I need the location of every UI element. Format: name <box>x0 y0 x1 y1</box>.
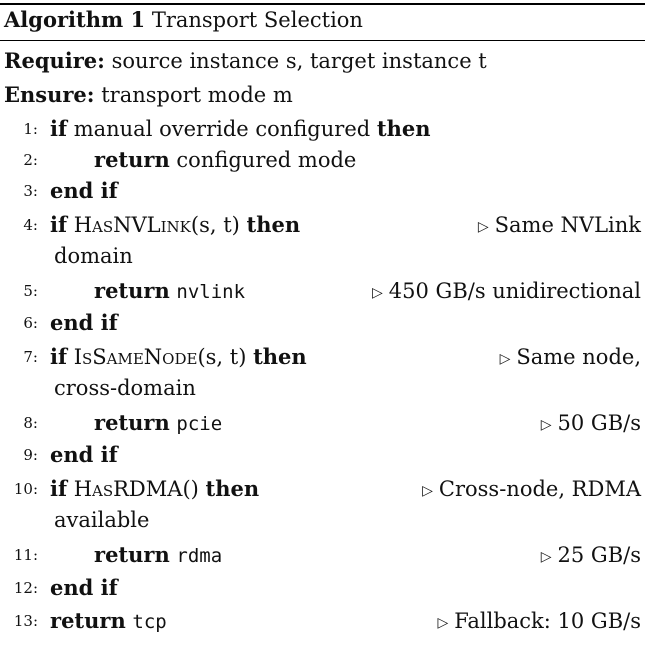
line-comment: ▷25 GB/s <box>540 543 641 567</box>
keyword: if <box>50 344 68 369</box>
function-args: (s, t) <box>197 345 247 369</box>
line-number: 9: <box>23 446 38 464</box>
line-comment: ▷Same node, <box>499 345 641 369</box>
function-name: HasRDMA <box>73 477 183 501</box>
keyword: if <box>50 212 68 237</box>
require-keyword: Require: <box>4 48 105 73</box>
algo-line-4: 4: if HasNVLink(s, t) then ▷Same NVLink <box>0 211 641 239</box>
ensure-keyword: Ensure: <box>4 82 95 107</box>
keyword: end if <box>50 442 118 467</box>
caption-label: Algorithm 1 <box>4 7 146 32</box>
keyword: then <box>376 116 431 141</box>
comment-continuation: domain <box>54 244 133 268</box>
comment-triangle-icon: ▷ <box>540 549 552 565</box>
algo-line-10-cont: available <box>0 506 641 534</box>
keyword: return <box>94 147 170 172</box>
algo-line-5: 5: return nvlink ▷450 GB/s unidirectiona… <box>0 277 641 305</box>
comment-triangle-icon: ▷ <box>372 285 383 301</box>
keyword: return <box>94 278 170 303</box>
code-literal: pcie <box>176 413 223 435</box>
keyword: then <box>205 476 260 501</box>
line-number: 11: <box>13 546 38 564</box>
keyword: then <box>253 344 307 369</box>
comment-continuation: cross-domain <box>54 376 196 400</box>
line-number: 1: <box>23 120 38 138</box>
algo-line-11: 11: return rdma ▷25 GB/s <box>0 541 641 569</box>
function-args: () <box>182 477 199 501</box>
algo-line-9: 9: end if <box>0 441 641 469</box>
comment-continuation: available <box>54 508 150 532</box>
line-text: manual override configured <box>73 117 371 141</box>
keyword: end if <box>50 178 118 203</box>
function-name: IsSameNode <box>73 345 198 369</box>
comment-triangle-icon: ▷ <box>540 417 552 433</box>
caption-title: Transport Selection <box>151 8 363 32</box>
comment-triangle-icon: ▷ <box>499 351 511 367</box>
line-number: 5: <box>23 282 38 300</box>
keyword: then <box>246 212 301 237</box>
algo-line-6: 6: end if <box>0 309 641 337</box>
caption-rule <box>0 40 645 41</box>
algo-line-8: 8: return pcie ▷50 GB/s <box>0 409 641 437</box>
line-text: configured mode <box>176 148 357 172</box>
algo-line-3: 3: end if <box>0 177 641 205</box>
keyword: return <box>94 542 170 567</box>
algo-line-13: 13: return tcp ▷Fallback: 10 GB/s <box>0 607 641 635</box>
line-comment: ▷50 GB/s <box>540 411 641 435</box>
line-comment: ▷450 GB/s unidirectional <box>372 279 641 303</box>
algo-line-7-cont: cross-domain <box>0 374 641 402</box>
code-literal: tcp <box>132 611 167 633</box>
comment-triangle-icon: ▷ <box>477 219 489 235</box>
comment-triangle-icon: ▷ <box>437 615 449 631</box>
line-number: 4: <box>23 216 38 234</box>
line-comment: ▷Same NVLink <box>477 213 641 237</box>
line-number: 2: <box>23 151 38 169</box>
line-number: 13: <box>13 612 38 630</box>
algo-line-2: 2: return configured mode <box>0 146 641 174</box>
ensure-line: Ensure: transport mode m <box>0 81 641 109</box>
top-rule <box>0 3 645 5</box>
keyword: end if <box>50 575 118 600</box>
keyword: return <box>50 608 126 633</box>
comment-triangle-icon: ▷ <box>422 483 433 499</box>
line-number: 3: <box>23 182 38 200</box>
function-name: HasNVLink <box>73 213 191 237</box>
line-number: 8: <box>23 414 38 432</box>
require-text: source instance s, target instance t <box>111 49 487 73</box>
code-literal: rdma <box>176 545 223 567</box>
line-number: 12: <box>13 579 38 597</box>
line-number: 10: <box>13 480 38 498</box>
algo-line-12: 12: end if <box>0 574 641 602</box>
keyword: return <box>94 410 170 435</box>
algo-line-10: 10: if HasRDMA() then ▷Cross-node, RDMA <box>0 475 641 503</box>
line-comment: ▷Cross-node, RDMA <box>422 477 641 501</box>
keyword: if <box>50 476 68 501</box>
function-args: (s, t) <box>190 213 240 237</box>
require-line: Require: source instance s, target insta… <box>0 47 641 75</box>
keyword: if <box>50 116 68 141</box>
algo-line-4-cont: domain <box>0 242 641 270</box>
line-number: 6: <box>23 314 38 332</box>
algo-line-7: 7: if IsSameNode(s, t) then ▷Same node, <box>0 343 641 371</box>
line-number: 7: <box>23 348 38 366</box>
ensure-text: transport mode m <box>101 83 293 107</box>
keyword: end if <box>50 310 118 335</box>
line-comment: ▷Fallback: 10 GB/s <box>437 609 641 633</box>
code-literal: nvlink <box>176 281 246 303</box>
algo-line-1: 1: if manual override configured then <box>0 115 641 143</box>
algorithm-caption: Algorithm 1 Transport Selection <box>4 6 363 34</box>
